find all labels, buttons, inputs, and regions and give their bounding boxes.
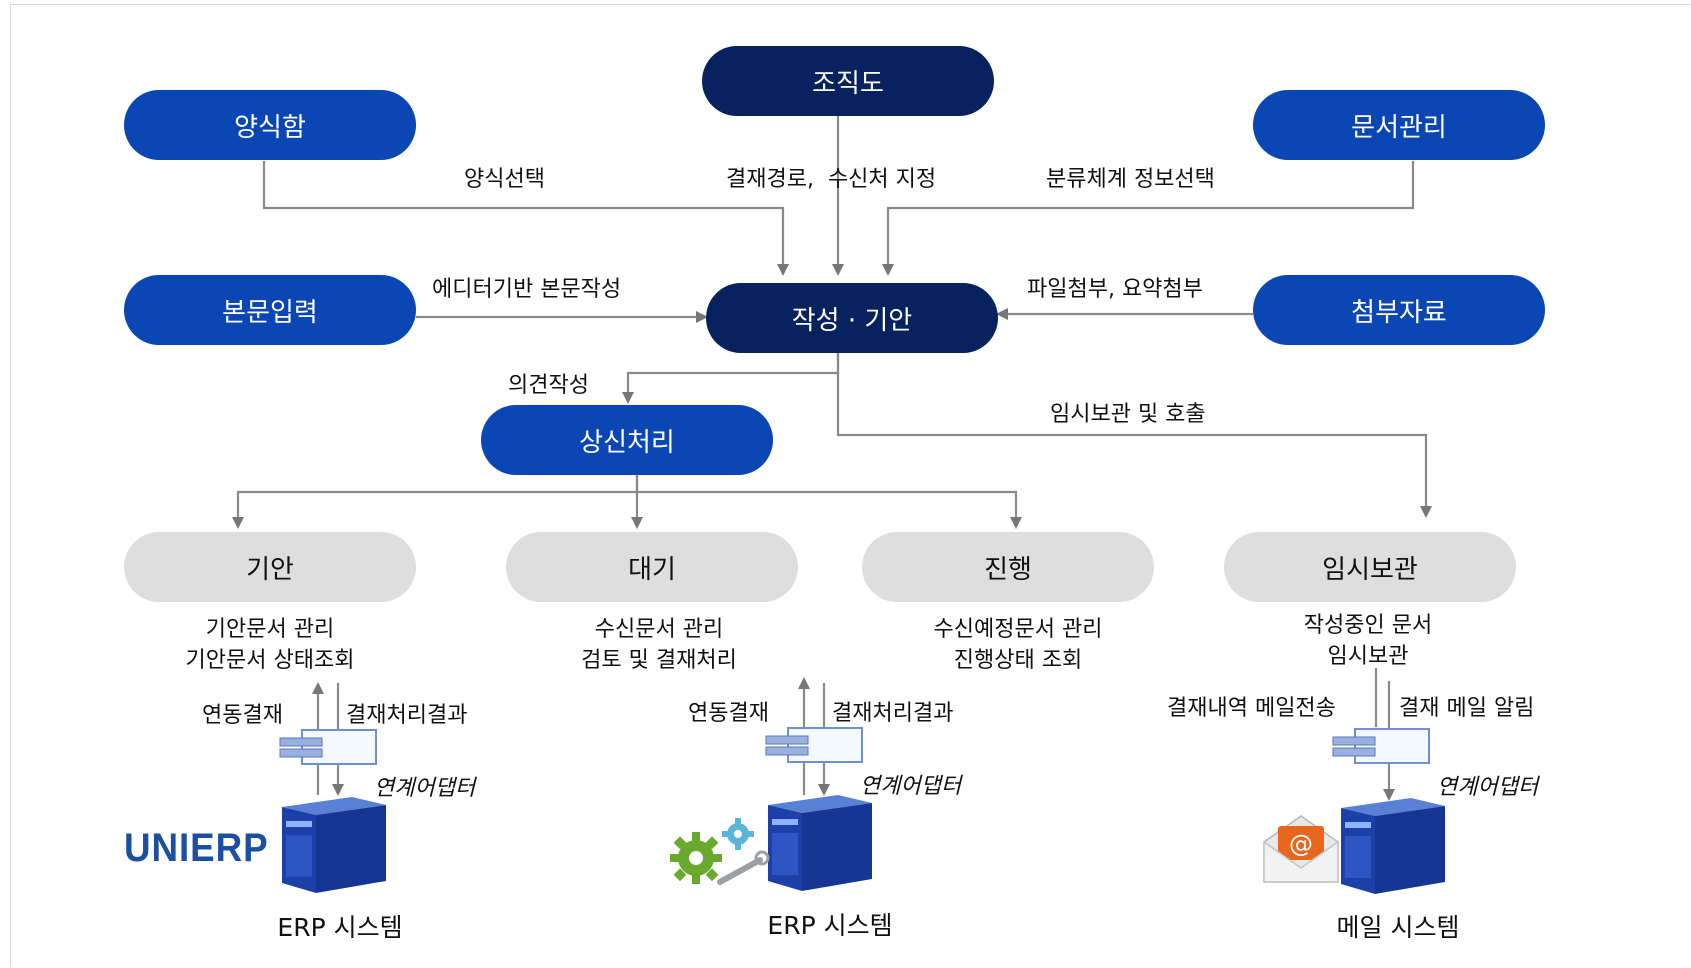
node-status-progress: 진행 xyxy=(862,532,1154,602)
node-form-box: 양식함 xyxy=(124,90,416,160)
svg-text:@: @ xyxy=(1289,830,1313,858)
desc-progress-line-1: 수신예정문서 관리 xyxy=(933,617,1103,642)
label-erp1-down: 결재처리결과 xyxy=(346,703,468,728)
server-icon xyxy=(282,797,386,893)
server-icon xyxy=(1341,798,1445,894)
node-status-draft: 기안 xyxy=(124,532,416,602)
adapter-icon xyxy=(1332,728,1430,764)
mail-envelope-icon: @ xyxy=(1263,815,1339,883)
label-erp1-adapter: 연계어댑터 xyxy=(374,776,476,801)
edge-temp-store xyxy=(836,352,1432,518)
label-mail-up: 결재내역 메일전송 xyxy=(1167,696,1336,721)
diagram-frame xyxy=(10,4,1690,967)
label-file-attach: 파일첨부, 요약첨부 xyxy=(1027,277,1203,302)
desc-draft-line-1: 기안문서 관리 xyxy=(205,617,335,642)
desc-draft-line-2: 기안문서 상태조회 xyxy=(185,648,355,673)
edge-submit-draft xyxy=(232,475,639,529)
label-temp-store: 임시보관 및 호출 xyxy=(1050,402,1206,427)
gear-icon xyxy=(670,818,770,885)
desc-waiting-line-2: 검토 및 결재처리 xyxy=(581,648,737,673)
desc-temp-line-2: 임시보관 xyxy=(1327,644,1409,669)
desc-temp: 작성중인 문서 임시보관 xyxy=(1304,610,1432,672)
desc-temp-line-1: 작성중인 문서 xyxy=(1303,613,1433,638)
node-doc-management: 문서관리 xyxy=(1253,90,1545,160)
label-classification: 분류체계 정보선택 xyxy=(1046,167,1215,192)
unierp-logo: UNIERP xyxy=(124,826,269,870)
desc-waiting: 수신문서 관리 검토 및 결재처리 xyxy=(581,614,737,676)
node-body-input: 본문입력 xyxy=(124,275,416,345)
label-erp2-adapter: 연계어댑터 xyxy=(860,774,962,799)
edge-submit-progress xyxy=(637,490,1022,529)
node-org-chart: 조직도 xyxy=(702,46,994,116)
label-erp2-system: ERP 시스템 xyxy=(767,911,893,940)
label-mail-down: 결재 메일 알림 xyxy=(1399,696,1535,721)
adapter-icon xyxy=(765,727,863,763)
label-erp2-down: 결재처리결과 xyxy=(832,701,954,726)
label-form-select: 양식선택 xyxy=(464,167,545,192)
node-status-temp: 임시보관 xyxy=(1224,532,1516,602)
server-icon xyxy=(768,795,872,891)
node-attachments: 첨부자료 xyxy=(1253,275,1545,345)
adapter-icon xyxy=(279,729,377,765)
node-status-waiting: 대기 xyxy=(506,532,798,602)
label-mail-adapter: 연계어댑터 xyxy=(1437,775,1539,800)
label-erp2-up: 연동결재 xyxy=(688,701,769,726)
edge-opinion xyxy=(622,352,840,404)
desc-draft: 기안문서 관리 기안문서 상태조회 xyxy=(186,614,355,676)
edge-classification xyxy=(882,161,1415,276)
node-draft: 작성 · 기안 xyxy=(706,283,998,353)
desc-progress-line-2: 진행상태 조회 xyxy=(953,648,1083,673)
label-editor-body: 에디터기반 본문작성 xyxy=(432,277,622,302)
edge-form-select xyxy=(262,161,789,276)
label-erp1-up: 연동결재 xyxy=(202,703,283,728)
label-approval-route: 결재경로, 수신처 지정 xyxy=(726,167,937,192)
node-submit: 상신처리 xyxy=(481,405,773,475)
label-opinion: 의견작성 xyxy=(508,373,589,398)
desc-progress: 수신예정문서 관리 진행상태 조회 xyxy=(934,614,1103,676)
label-mail-system: 메일 시스템 xyxy=(1336,913,1460,942)
desc-waiting-line-1: 수신문서 관리 xyxy=(594,617,724,642)
label-erp1-system: ERP 시스템 xyxy=(277,913,403,942)
